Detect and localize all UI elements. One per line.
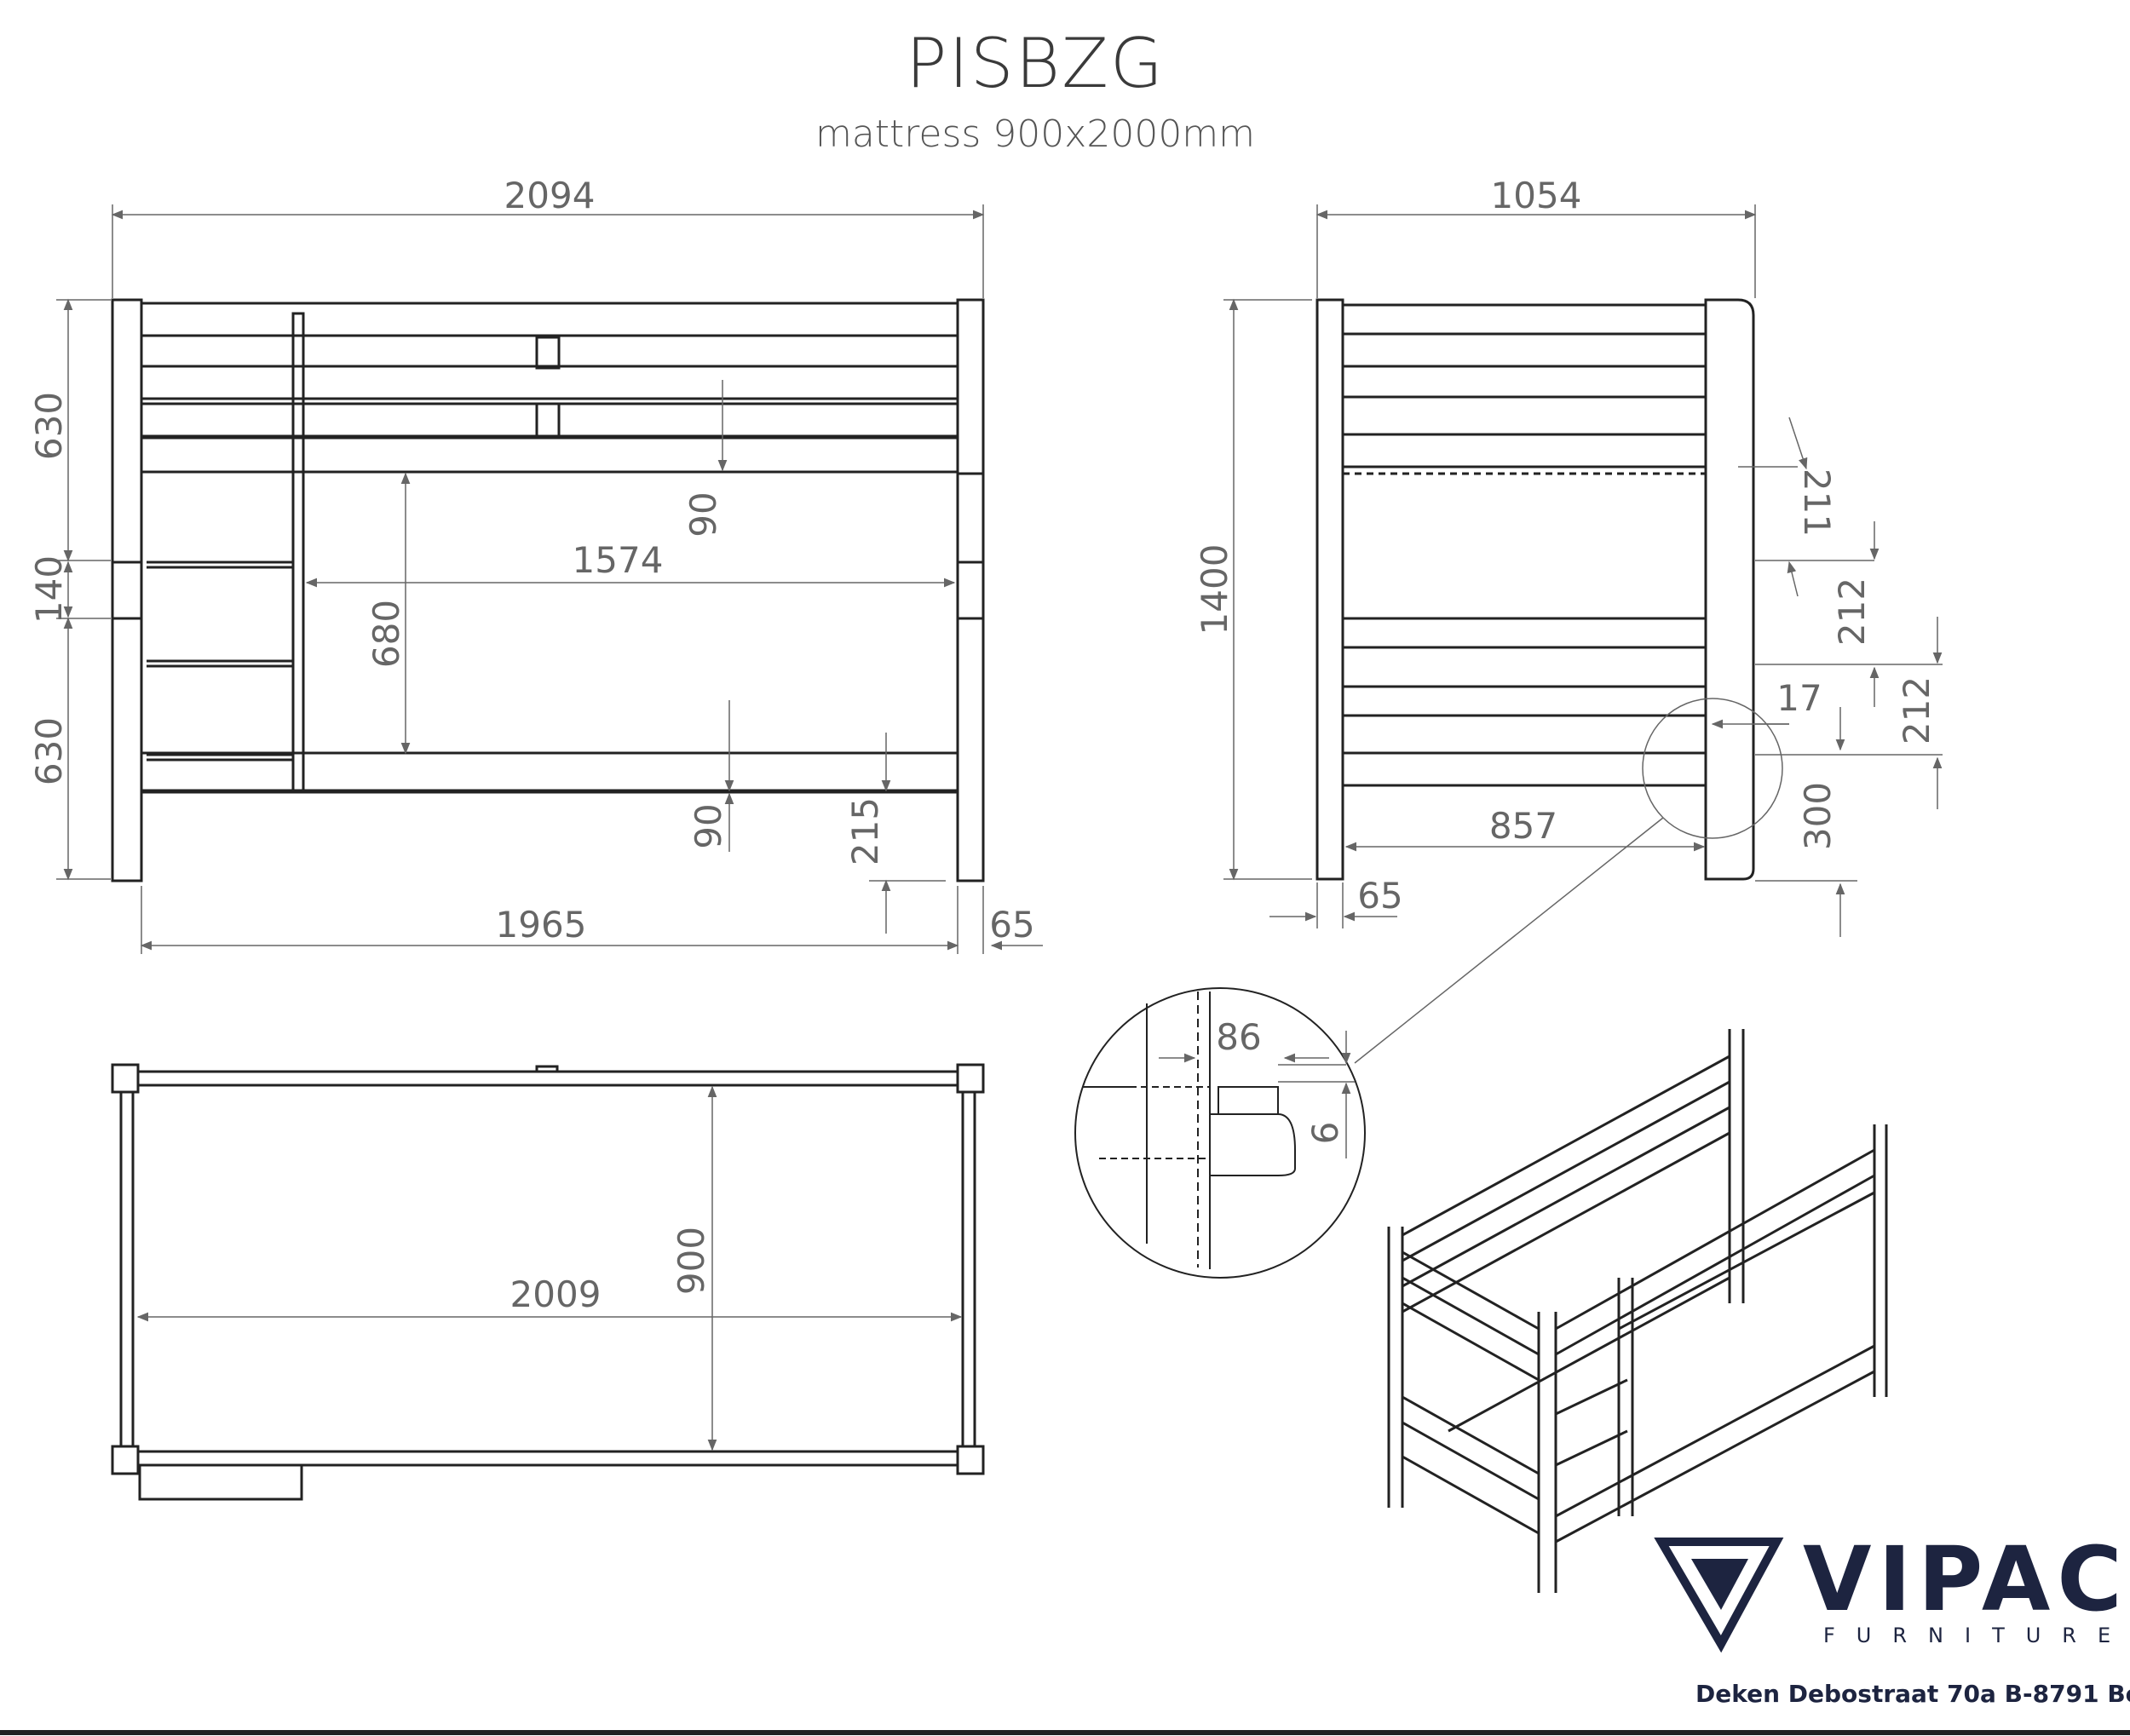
dim-side-post-width: 65 (1357, 875, 1402, 917)
detail-dimension-lines (1159, 1031, 1355, 1158)
vipack-logo-mark (1654, 1538, 1784, 1653)
top-rail-front (136, 1450, 959, 1467)
iso-ladder (1555, 1278, 1634, 1516)
dim-front-post-width: 65 (989, 904, 1034, 946)
dim-front-total-width: 2094 (504, 175, 596, 216)
top-rail-right (961, 1090, 976, 1448)
dim-front-lower-height: 630 (28, 717, 70, 785)
side-upper-slat-2 (1341, 365, 1707, 399)
isometric-view (1387, 1029, 1888, 1593)
front-connector-2 (535, 402, 561, 438)
top-ladder (138, 1463, 303, 1501)
front-upper-side-rail (140, 436, 959, 474)
side-lower-slat-3 (1341, 751, 1707, 787)
dim-front-clearance: 680 (366, 600, 407, 668)
top-dimension-lines (136, 1085, 963, 1451)
front-dimension-lines (56, 204, 1043, 954)
dim-front-guard-top: 90 (682, 491, 724, 537)
side-view (1315, 298, 1755, 881)
dim-front-inner-length: 1574 (573, 539, 664, 581)
iso-upper-side-rails (1402, 1055, 1730, 1313)
front-lower-rail-edge (140, 789, 959, 794)
front-right-post (956, 298, 985, 882)
mattress-size-subtitle: mattress 900x2000mm (815, 112, 1256, 156)
iso-lower-end-rails (1402, 1395, 1540, 1535)
joint-detail-view (1074, 987, 1366, 1279)
detail-callout-circle (1074, 987, 1366, 1279)
dim-front-guard-bottom: 90 (688, 803, 729, 848)
side-lower-slat-1 (1341, 617, 1707, 649)
dim-front-upper-height: 630 (28, 392, 70, 460)
detail-bracket (1218, 1086, 1279, 1115)
side-upper-slat-1 (1341, 303, 1707, 336)
front-ladder-rail (291, 312, 305, 792)
dim-side-total-width: 1054 (1491, 175, 1582, 216)
dim-side-inner-width: 857 (1489, 805, 1557, 847)
product-code-title: PISBZG (906, 24, 1165, 103)
front-connector-1 (535, 336, 561, 370)
side-lower-slat-2 (1341, 685, 1707, 717)
dim-side-rail-low: 212 (1896, 676, 1937, 744)
front-upper-rail-2 (140, 365, 959, 400)
top-corner-post-tl (111, 1063, 140, 1094)
top-corner-post-br (956, 1445, 985, 1475)
top-rail-back (136, 1070, 959, 1087)
top-corner-post-tr (956, 1063, 985, 1094)
dim-top-length: 2009 (510, 1273, 602, 1315)
side-upper-slat-3 (1341, 433, 1707, 468)
dim-front-middle-gap: 140 (28, 555, 70, 624)
front-upper-rail-3 (140, 402, 959, 438)
side-left-post (1315, 298, 1344, 881)
brand-address: Deken Debostraat 70a B-8791 Beveren-Leie (1695, 1680, 2130, 1708)
dim-detail-depth: 86 (1216, 1016, 1261, 1058)
brand-name: VIPACK (1803, 1527, 2130, 1631)
dim-side-total-height: 1400 (1194, 544, 1235, 635)
iso-upper-front-rails (1555, 1148, 1875, 1356)
front-left-post (111, 298, 143, 882)
iso-upper-end-rails (1402, 1250, 1540, 1382)
top-view (111, 1063, 985, 1501)
dim-front-floor-clearance: 215 (844, 797, 886, 865)
detail-callout-circle-small (1642, 698, 1783, 839)
brand-tagline: FURNITURE (1823, 1624, 2130, 1647)
vipack-logo: VIPACK FURNITURE Deken Debostraat 70a B-… (1654, 1527, 2130, 1708)
dim-side-floor-gap: 300 (1797, 782, 1839, 850)
front-upper-rail-1 (140, 302, 959, 337)
side-right-post (1704, 298, 1755, 881)
top-rail-left (119, 1090, 135, 1448)
dim-detail-gap: 6 (1304, 1122, 1346, 1145)
dim-side-rail-mid: 212 (1831, 578, 1873, 646)
dim-side-offset: 17 (1776, 677, 1822, 719)
dim-front-bed-length: 1965 (496, 904, 587, 946)
front-view (111, 298, 985, 882)
detail-leader-line (1354, 817, 1664, 1064)
iso-lower-rails (1448, 1276, 1875, 1543)
dim-top-width: 900 (671, 1227, 712, 1295)
dim-side-rail-upper: 211 (1796, 468, 1838, 537)
side-dimension-lines (1223, 204, 1943, 1064)
top-corner-post-bl (111, 1445, 140, 1475)
